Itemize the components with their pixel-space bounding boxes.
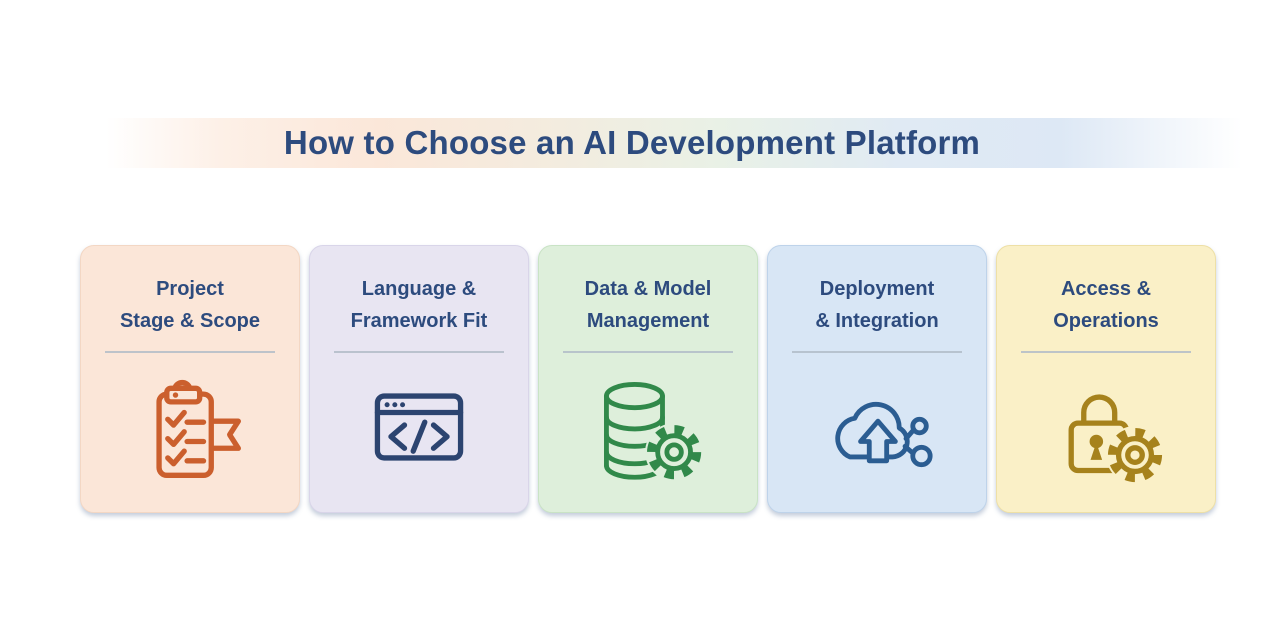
card-title-line1: Language & — [361, 278, 477, 300]
card-divider — [104, 351, 276, 353]
card-title-line2: Operations — [1053, 310, 1159, 332]
card-title: Access & Operations — [997, 273, 1215, 337]
card-title-line2: Management — [586, 310, 710, 332]
card-title-line2: Framework Fit — [350, 310, 488, 332]
card-title-line2: & Integration — [815, 310, 939, 332]
card-data-model-management: Data & Model Management — [538, 245, 758, 513]
card-access-operations: Access & Operations — [996, 245, 1216, 513]
card-project-stage-scope: Project Stage & Scope — [80, 245, 300, 513]
card-divider — [1020, 351, 1192, 353]
title-band: How to Choose an AI Development Platform — [106, 118, 1242, 168]
card-row: Project Stage & Scope Language & F — [80, 245, 1216, 513]
page-title: How to Choose an AI Development Platform — [283, 124, 981, 161]
card-title: Project Stage & Scope — [81, 273, 299, 337]
code-window-icon — [310, 369, 528, 485]
card-deployment-integration: Deployment & Integration — [767, 245, 987, 513]
card-language-framework-fit: Language & Framework Fit — [309, 245, 529, 513]
card-title: Data & Model Management — [539, 273, 757, 337]
card-title-line1: Deployment — [819, 278, 935, 300]
card-title-line2: Stage & Scope — [119, 310, 261, 332]
card-title-line1: Access & — [1060, 278, 1152, 300]
card-divider — [791, 351, 963, 353]
padlock-gear-icon — [997, 369, 1215, 485]
database-gear-icon — [539, 369, 757, 485]
card-title: Deployment & Integration — [768, 273, 986, 337]
clipboard-checklist-icon — [81, 369, 299, 485]
card-title: Language & Framework Fit — [310, 273, 528, 337]
card-divider — [562, 351, 734, 353]
card-title-line1: Data & Model — [584, 278, 712, 300]
cloud-upload-share-icon — [768, 369, 986, 485]
card-divider — [333, 351, 505, 353]
card-title-line1: Project — [156, 278, 224, 300]
